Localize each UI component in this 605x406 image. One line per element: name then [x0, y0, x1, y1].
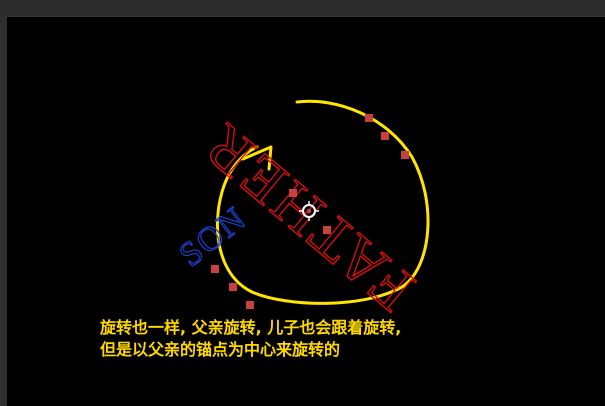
anchor-point-icon[interactable]: [299, 201, 319, 221]
handle-center-right[interactable]: [323, 226, 331, 234]
annotation-circle: [216, 99, 430, 305]
scene-viewport[interactable]: FATHER SON: [7, 17, 605, 406]
handle-top-right[interactable]: [365, 114, 373, 122]
handle-right[interactable]: [401, 151, 409, 159]
left-panel-strip: [0, 16, 7, 406]
handle-center-left[interactable]: [289, 189, 297, 197]
top-toolbar-strip: [0, 0, 605, 17]
caption-line-1: 旋转也一样, 父亲旋转, 儿子也会跟着旋转,: [100, 318, 402, 337]
handle-bottom[interactable]: [246, 301, 254, 309]
handle-bottom-left[interactable]: [229, 283, 237, 291]
selection-handles: [211, 114, 409, 309]
handle-top-mid[interactable]: [381, 132, 389, 140]
annotation-arrow-head: [241, 145, 273, 171]
handle-left[interactable]: [211, 265, 219, 273]
caption-line-2: 但是以父亲的锚点为中心来旋转的: [100, 340, 341, 359]
scene-canvas: FATHER SON: [172, 99, 430, 325]
son-sprite-label[interactable]: SON: [172, 199, 254, 275]
annotation-caption: 旋转也一样, 父亲旋转, 儿子也会跟着旋转, 但是以父亲的锚点为中心来旋转的: [100, 317, 401, 361]
